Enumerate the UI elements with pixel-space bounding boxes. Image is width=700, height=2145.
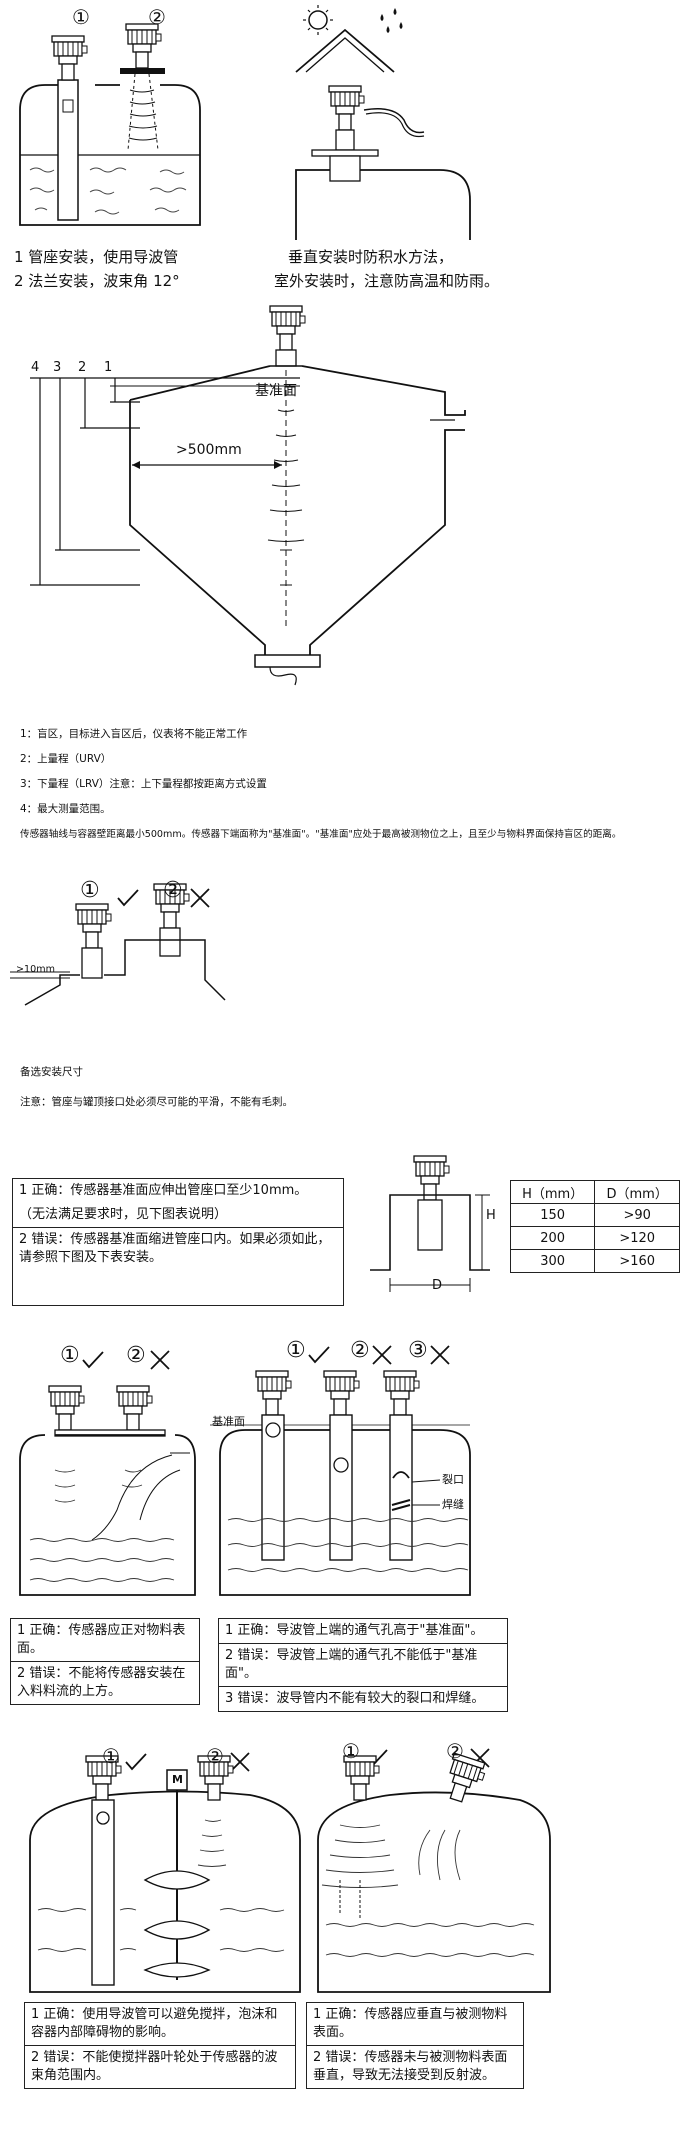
sec5-left-row-1: 1 正确：传感器应正对物料表面。 — [11, 1619, 199, 1662]
sec1-caption-right-2: 室外安装时，注意防高温和防雨。 — [274, 272, 500, 290]
note-lrv: 3：下量程（LRV）注意：上下量程都按距离方式设置 — [20, 778, 267, 790]
sec3-dim-label: >10mm — [16, 964, 55, 975]
sec2-dim-2: 2 — [78, 360, 87, 375]
sec5-right-num-2: ② — [350, 1338, 370, 1363]
fig-inlet-and-stilling-pipe — [19, 1345, 471, 1596]
hd-cell: >120 — [594, 1226, 680, 1250]
sec5-right-row-2: 2 错误：导波管上端的通气孔不能低于"基准面"。 — [219, 1644, 507, 1687]
sec2-dim-1: 1 — [104, 360, 113, 375]
sec6-right-num-2: ② — [446, 1739, 464, 1763]
sec4-hd-table: H（mm） D（mm） 150>90 200>120 300>160 — [509, 1180, 680, 1273]
sec4-d-label: D — [432, 1278, 443, 1293]
sec6-right-row-2: 2 错误：传感器未与被测物料表面垂直，导致无法接受到反射波。 — [313, 2050, 508, 2083]
hd-cell: >90 — [594, 1203, 680, 1227]
fig-measuring-range-silo — [30, 305, 466, 686]
sec2-dim-3: 3 — [53, 360, 62, 375]
note-urv: 2：上量程（URV） — [20, 753, 112, 765]
sec5-left-box: 1 正确：传感器应正对物料表面。 2 错误：不能将传感器安装在入料料流的上方。 — [10, 1618, 200, 1705]
sec6-right-num-1: ① — [342, 1739, 360, 1763]
sec5-left-num-1: ① — [60, 1343, 80, 1368]
sec2-distance-label: >500mm — [176, 442, 242, 458]
sec6-right-row-1: 1 正确：传感器应垂直与被测物料表面。 — [307, 2003, 523, 2046]
sec4-row-2: （无法满足要求时，见下图表说明） — [13, 1203, 343, 1228]
sec1-caption-right-1: 垂直安装时防积水方法， — [288, 248, 454, 266]
sec1-caption-left-2: 2 法兰安装，波束角 12° — [14, 272, 180, 290]
fig-agitator-and-alignment — [29, 1748, 551, 1993]
hd-cell: >160 — [594, 1249, 680, 1273]
sec2-notes: 1：盲区，目标进入盲区后，仪表将不能正常工作 2：上量程（URV） 3：下量程（… — [20, 727, 622, 842]
sec6-motor-label: M — [172, 1773, 183, 1786]
note-max-range: 4：最大测量范围。 — [20, 803, 111, 815]
sec5-right-row-3: 3 错误：波导管内不能有较大的裂口和焊缝。 — [225, 1691, 485, 1706]
sec5-left-num-2: ② — [126, 1343, 146, 1368]
sec6-left-num-1: ① — [102, 1744, 120, 1768]
hd-cell: 300 — [509, 1249, 596, 1273]
sec3-note-2: 注意：管座与罐顶接口处必须尽可能的平滑，不能有毛刺。 — [20, 1096, 293, 1108]
sec3-num-2: ② — [163, 878, 183, 903]
sec1-num-1: ① — [72, 5, 90, 29]
sec3-num-1: ① — [80, 878, 100, 903]
hd-cell: 200 — [509, 1226, 596, 1250]
hd-header-d: D（mm） — [594, 1180, 680, 1204]
fig-nozzle-height — [370, 1155, 490, 1292]
sec5-right-row-1: 1 正确：导波管上端的通气孔高于"基准面"。 — [219, 1619, 507, 1644]
sec6-left-box: 1 正确：使用导波管可以避免搅拌，泡沫和容器内部障碍物的影响。 2 错误：不能使… — [24, 2002, 296, 2089]
sec3-note-1: 备选安装尺寸 — [20, 1066, 83, 1078]
sec6-right-box: 1 正确：传感器应垂直与被测物料表面。 2 错误：传感器未与被测物料表面垂直，导… — [306, 2002, 524, 2089]
sec2-dim-4: 4 — [31, 360, 40, 375]
sec4-notes-box: 1 正确：传感器基准面应伸出管座口至少10mm。 （无法满足要求时，见下图表说明… — [12, 1178, 344, 1306]
sec1-caption-left-1: 1 管座安装，使用导波管 — [14, 248, 179, 266]
sec6-left-row-2: 2 错误：不能使搅拌器叶轮处于传感器的波束角范围内。 — [31, 2050, 278, 2083]
sec5-weld-label: 焊缝 — [442, 1498, 464, 1511]
sec5-right-num-3: ③ — [408, 1338, 428, 1363]
sec5-crack-label: 裂口 — [442, 1473, 464, 1486]
hd-header-h: H（mm） — [509, 1180, 596, 1204]
note-ref-plane: 传感器轴线与容器壁距离最小500mm。传感器下端面称为"基准面"。"基准面"应处… — [20, 829, 622, 840]
sec6-left-num-2: ② — [206, 1744, 224, 1768]
sec5-ref-label: 基准面 — [212, 1415, 245, 1428]
sec4-h-label: H — [486, 1208, 496, 1223]
fig-nozzle-mounting — [10, 883, 226, 1006]
sec6-left-row-1: 1 正确：使用导波管可以避免搅拌，泡沫和容器内部障碍物的影响。 — [25, 2003, 295, 2046]
hd-cell: 150 — [509, 1203, 596, 1227]
sec5-left-row-2: 2 错误：不能将传感器安装在入料料流的上方。 — [17, 1666, 186, 1699]
note-blind-zone: 1：盲区，目标进入盲区后，仪表将不能正常工作 — [20, 728, 248, 740]
fig-installation-basic — [19, 5, 471, 240]
sec4-row-3: 2 错误：传感器基准面缩进管座口内。如果必须如此，请参照下图及下表安装。 — [19, 1232, 331, 1265]
sec5-right-box: 1 正确：导波管上端的通气孔高于"基准面"。 2 错误：导波管上端的通气孔不能低… — [218, 1618, 508, 1712]
sec4-row-1: 1 正确：传感器基准面应伸出管座口至少10mm。 — [19, 1183, 308, 1198]
sec2-ref-label: 基准面 — [255, 383, 297, 399]
sec1-num-2: ② — [148, 5, 166, 29]
sec5-right-num-1: ① — [286, 1338, 306, 1363]
